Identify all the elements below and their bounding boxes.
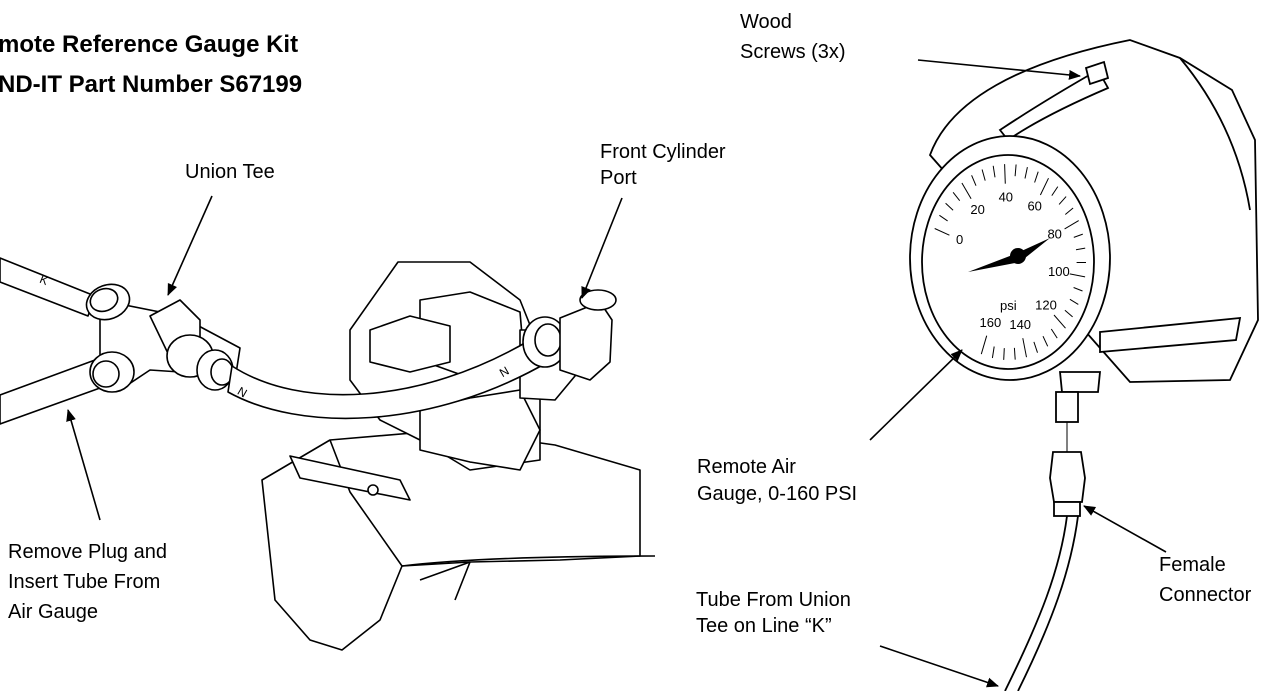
gauge-tick: [1058, 196, 1067, 205]
gauge-needle: [968, 238, 1050, 272]
gauge-tick: [1064, 220, 1079, 230]
gauge-tick: [1033, 341, 1038, 353]
title-line-2: ND-IT Part Number S67199: [0, 71, 302, 98]
gauge-tick: [1004, 164, 1006, 184]
gauge-tick: [939, 214, 948, 222]
gauge-tick: [1073, 287, 1083, 292]
gauge-tick: [1073, 233, 1083, 238]
label-female-connector-1: Female: [1159, 554, 1226, 576]
gauge-scale-label: 60: [1027, 199, 1041, 214]
gauge-tick: [1050, 328, 1058, 339]
port-elbow: [559, 301, 613, 381]
tube-k: [0, 257, 96, 317]
gauge-scale-ticks: [934, 164, 1086, 360]
port-nut-face: [534, 323, 562, 357]
gauge-scale-label: 100: [1048, 264, 1070, 279]
label-tube-from-union-tee-1: Tube From Union: [696, 589, 851, 611]
label-remove-plug-3: Air Gauge: [8, 601, 98, 623]
gauge-tick: [952, 191, 961, 202]
label-tube-from-union-tee-2: Tee on Line “K”: [696, 615, 832, 637]
gauge-tick: [934, 228, 950, 236]
gauge-tick: [1075, 247, 1086, 251]
gauge-tick: [1024, 166, 1028, 179]
fitting-assembly-drawing: [0, 257, 656, 651]
gauge-scale-label: 40: [999, 189, 1013, 204]
tube-n-left: [0, 359, 101, 425]
connector-hex: [1049, 451, 1086, 503]
gauge-scale-label: 160: [980, 315, 1002, 330]
label-remote-air-gauge-1: Remote Air: [697, 456, 796, 478]
housing-rim-line: [1179, 57, 1251, 211]
gauge-tick: [971, 175, 977, 186]
bracket-flange: [289, 455, 411, 501]
gauge-tick: [1013, 347, 1016, 360]
arrow-female-connector: [1083, 505, 1167, 553]
gauge-tick: [1022, 338, 1027, 358]
gauge-tick: [1039, 177, 1049, 196]
label-wood-screws-1: Wood: [740, 11, 792, 33]
gauge-tick: [981, 169, 986, 181]
label-female-connector-2: Connector: [1159, 584, 1252, 606]
wood-screw: [1084, 60, 1110, 86]
tee-nut-lower-face: [92, 360, 120, 388]
bracket-inner-line: [329, 439, 403, 567]
arrow-wood-screws: [917, 59, 1081, 80]
gauge-tick: [980, 335, 988, 355]
gauge-tick: [1069, 273, 1086, 278]
label-wood-screws-2: Screws (3x): [740, 41, 846, 63]
gauge-tick: [1053, 314, 1066, 329]
gauge-tick: [1051, 186, 1059, 196]
frame-line: [401, 555, 656, 567]
gauge-tick: [1064, 309, 1073, 318]
port-elbow-end: [579, 289, 617, 311]
gauge-scale-numbers: 0 20 40 60 80 100 120 140 160: [956, 189, 1070, 331]
label-remote-air-gauge-2: Gauge, 0-160 PSI: [697, 483, 857, 505]
gauge-tick: [1042, 335, 1049, 347]
gauge-stem: [1059, 371, 1101, 393]
label-front-cylinder-port-2: Port: [600, 167, 637, 189]
label-remove-plug-2: Insert Tube From: [8, 571, 160, 593]
arrow-tube-from-union-tee: [879, 645, 999, 688]
label-front-cylinder-port-1: Front Cylinder: [600, 141, 726, 163]
gauge-scale-label: 20: [970, 202, 984, 217]
gauge-tick: [1064, 207, 1074, 215]
housing-slot-top: [998, 68, 1110, 142]
gauge-scale-label: 140: [1009, 317, 1031, 332]
gauge-tick: [1069, 298, 1079, 305]
arrow-front-cylinder-port: [581, 197, 623, 299]
arrow-union-tee: [167, 195, 213, 296]
gauge-scale-label: 0: [956, 232, 963, 247]
housing-slot-bottom: [1099, 316, 1242, 353]
arrow-remove-plug: [66, 409, 101, 521]
gauge-threaded-stem: [1055, 391, 1079, 423]
gauge-scale-label: 120: [1035, 298, 1057, 313]
bracket-hole: [367, 484, 379, 496]
gauge-unit-label: psi: [1000, 298, 1017, 313]
bracket-lower-lines: [419, 561, 471, 601]
valve-hex-upper: [369, 315, 451, 373]
arrow-remote-air-gauge: [869, 349, 963, 441]
connector-body: [1053, 501, 1081, 517]
title-line-1: mote Reference Gauge Kit: [0, 31, 298, 58]
gauge-tick: [961, 182, 972, 200]
tee-nut-upper-face: [89, 287, 119, 313]
gauge-tick: [991, 346, 995, 359]
gauge-tick: [1034, 171, 1039, 183]
tube-from-union-tee: [1004, 515, 1068, 691]
gauge-tick: [1014, 164, 1017, 177]
gauge-scale-label: 80: [1047, 227, 1061, 242]
gauge-tick: [1003, 348, 1005, 360]
gauge-tick: [992, 165, 996, 178]
label-remove-plug-1: Remove Plug and: [8, 541, 167, 563]
valve-lower-fitting: [469, 389, 541, 471]
gauge-tick: [945, 202, 954, 211]
label-union-tee: Union Tee: [185, 161, 275, 183]
